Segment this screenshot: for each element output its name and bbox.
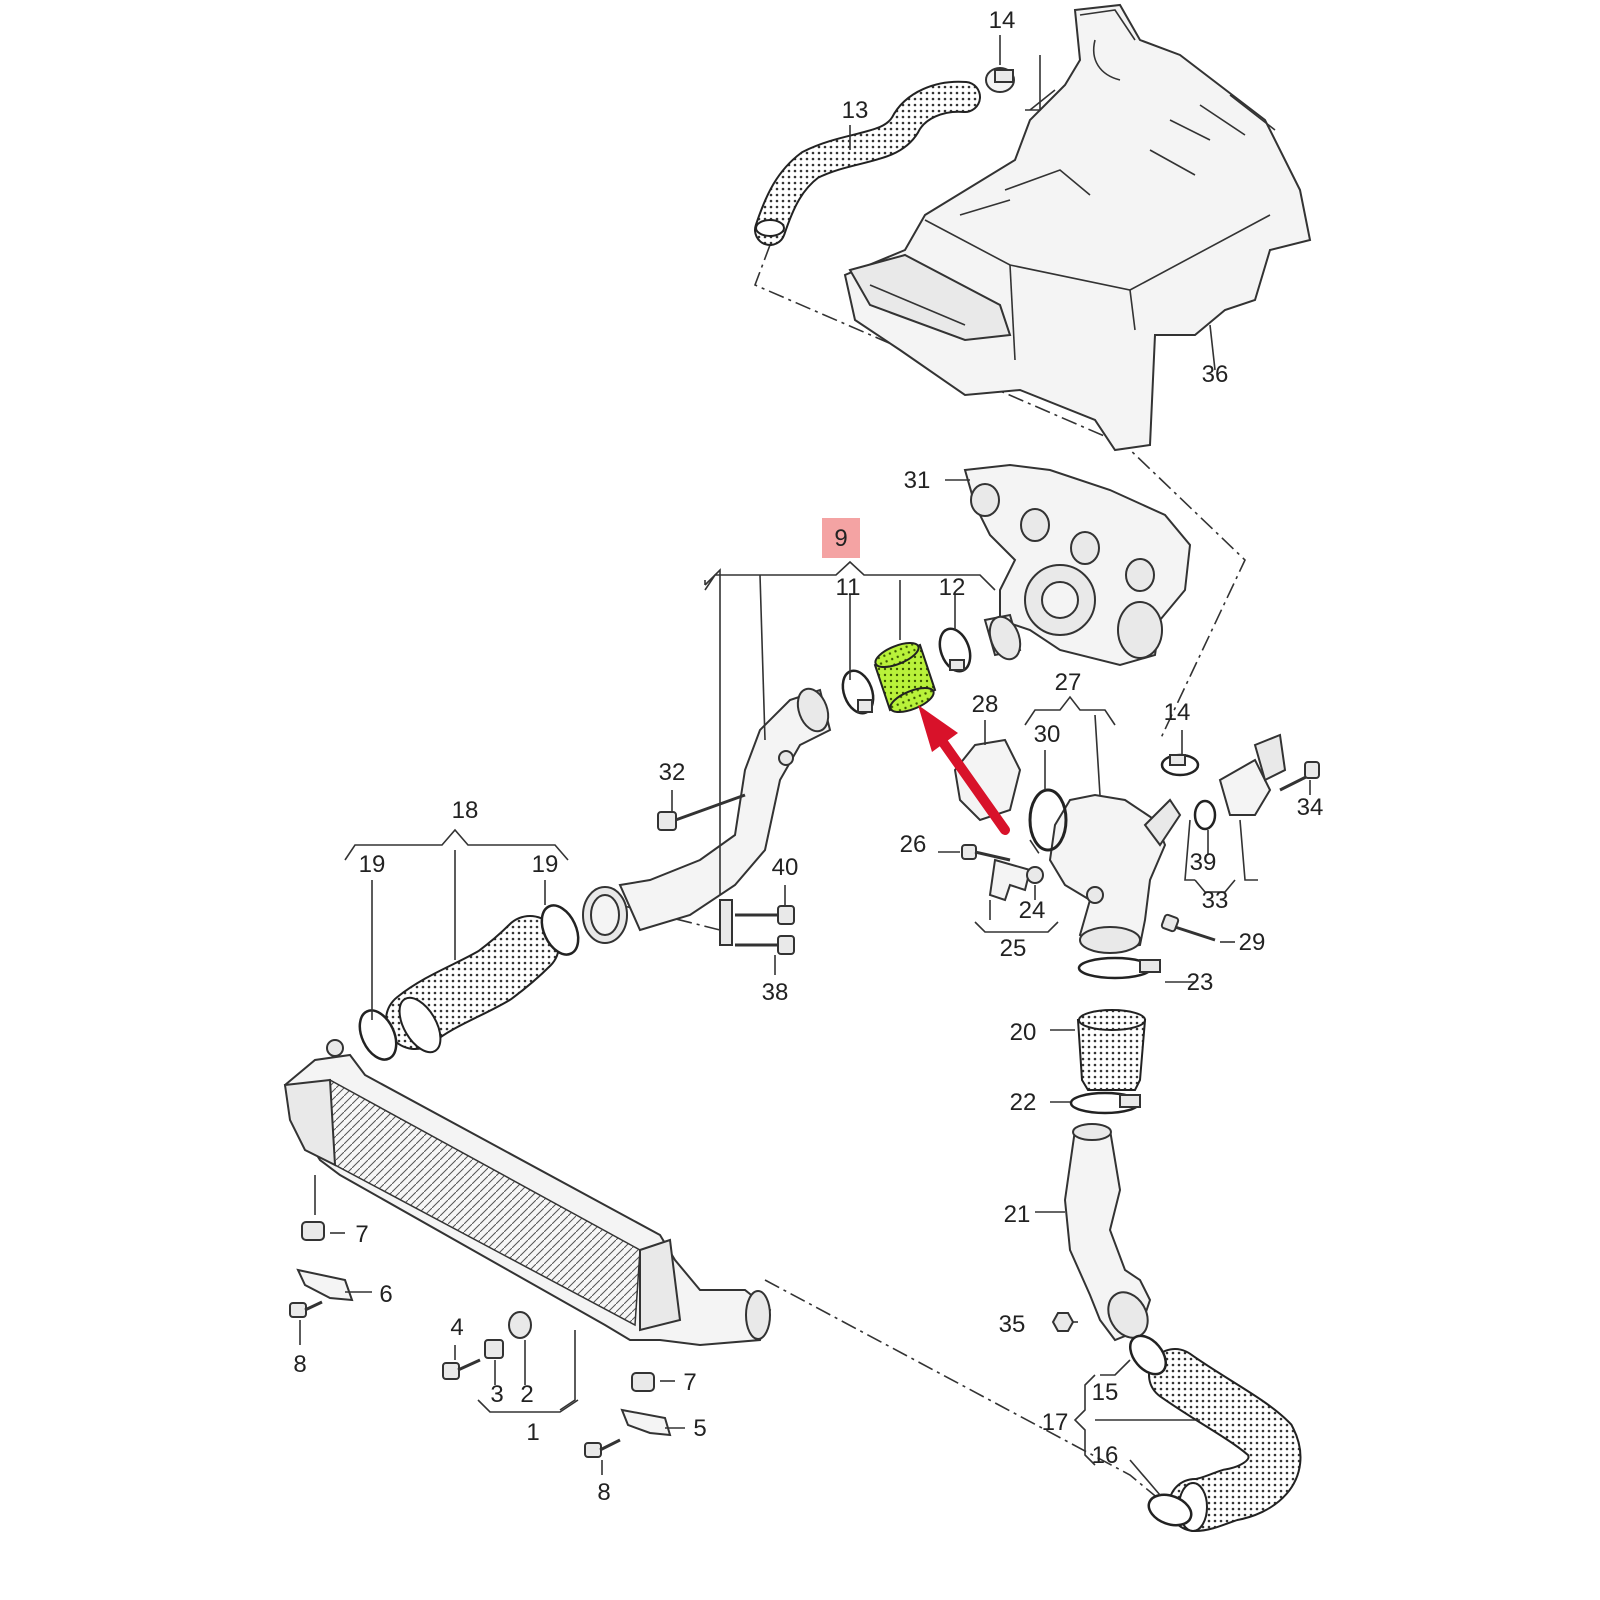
bolt-29 xyxy=(1160,913,1216,942)
clamp-19-right xyxy=(540,904,580,956)
nut-35 xyxy=(1051,1312,1075,1332)
callout-24: 24 xyxy=(1019,897,1046,924)
callout-3: 3 xyxy=(490,1381,503,1408)
callout-6: 6 xyxy=(379,1281,392,1308)
callout-9: 9 xyxy=(834,525,847,552)
grommet-2 xyxy=(508,1311,532,1339)
clamp-14b xyxy=(1160,753,1200,777)
callout-17: 17 xyxy=(1042,1409,1069,1436)
callout-1: 1 xyxy=(526,1419,539,1446)
callout-8-left: 8 xyxy=(293,1351,306,1378)
callout-19-left: 19 xyxy=(359,851,386,878)
red-arrow xyxy=(918,705,1010,835)
screw-8a xyxy=(289,1300,323,1318)
callout-22: 22 xyxy=(1010,1089,1037,1116)
hose-clamp xyxy=(985,67,1015,93)
bolt-38 xyxy=(735,935,795,955)
clamp-19-left xyxy=(358,1009,398,1061)
callout-34: 34 xyxy=(1297,794,1324,821)
clamp-23 xyxy=(1077,956,1161,980)
highlight-box xyxy=(822,518,860,558)
sensor-33 xyxy=(1218,733,1287,816)
callout-11: 11 xyxy=(836,574,861,601)
charge-air-pipe xyxy=(582,687,832,946)
callout-8-right: 8 xyxy=(597,1479,610,1506)
callout-7-upper: 7 xyxy=(355,1221,368,1248)
callout-2: 2 xyxy=(520,1381,533,1408)
bracket-6 xyxy=(296,1268,354,1302)
clamp-12 xyxy=(938,627,972,673)
mount-grommet-7b xyxy=(631,1372,655,1392)
callout-35: 35 xyxy=(999,1311,1026,1338)
callout-28: 28 xyxy=(972,691,999,718)
callout-23: 23 xyxy=(1187,969,1214,996)
callout-14-top: 14 xyxy=(989,7,1016,34)
callout-38: 38 xyxy=(762,979,789,1006)
callout-31: 31 xyxy=(904,467,931,494)
bolt-32 xyxy=(657,793,746,831)
spacer-3 xyxy=(484,1339,504,1359)
callout-7-lower: 7 xyxy=(683,1369,696,1396)
callout-29: 29 xyxy=(1239,929,1266,956)
mount-grommet-7a xyxy=(301,1221,325,1241)
turbo-outlet-pipe xyxy=(988,615,1022,661)
washer-24 xyxy=(1026,866,1044,884)
callout-labels: 14 13 36 31 9 11 12 27 28 30 14 32 34 18… xyxy=(293,7,1323,1506)
o-ring-39 xyxy=(1193,799,1217,831)
callout-33: 33 xyxy=(1202,887,1229,914)
callout-25: 25 xyxy=(1000,935,1027,962)
callout-15: 15 xyxy=(1092,1379,1119,1406)
clamp-22 xyxy=(1069,1091,1141,1115)
throttle-elbow xyxy=(1048,793,1182,954)
callout-32: 32 xyxy=(659,759,686,786)
callout-18: 18 xyxy=(452,797,479,824)
intercooler-hose xyxy=(385,915,560,1054)
callout-13: 13 xyxy=(842,97,869,124)
callout-5: 5 xyxy=(693,1415,706,1442)
callout-39: 39 xyxy=(1190,849,1217,876)
highlighted-sleeve xyxy=(873,642,937,713)
hose-17 xyxy=(1148,1348,1302,1532)
pipe-21 xyxy=(1063,1123,1152,1342)
callout-26: 26 xyxy=(900,831,927,858)
callout-27: 27 xyxy=(1055,669,1082,696)
callout-12: 12 xyxy=(939,574,966,601)
bracket-5 xyxy=(620,1408,672,1437)
air-filter-housing xyxy=(843,3,1312,452)
callout-36: 36 xyxy=(1202,361,1229,388)
o-ring-30 xyxy=(1028,788,1068,852)
callout-14-right: 14 xyxy=(1164,699,1191,726)
clamp-16 xyxy=(1147,1493,1193,1527)
bracket-25 xyxy=(988,858,1032,902)
callout-21: 21 xyxy=(1004,1201,1031,1228)
bolt-26 xyxy=(961,844,1011,862)
callout-16: 16 xyxy=(1092,1442,1119,1469)
callout-19-right: 19 xyxy=(532,851,559,878)
bolt-40 xyxy=(735,905,795,925)
clamp-11 xyxy=(841,669,875,715)
hose-20 xyxy=(1076,1009,1147,1091)
callout-30: 30 xyxy=(1034,721,1061,748)
bolt-34 xyxy=(1279,761,1320,792)
callout-20: 20 xyxy=(1010,1019,1037,1046)
callout-40: 40 xyxy=(772,854,799,881)
clamp-15 xyxy=(1129,1334,1167,1376)
callout-4: 4 xyxy=(450,1314,463,1341)
intercooler xyxy=(283,1039,772,1347)
screw-8b xyxy=(584,1438,621,1458)
screw-4 xyxy=(442,1358,481,1380)
breather-hose xyxy=(754,80,981,246)
